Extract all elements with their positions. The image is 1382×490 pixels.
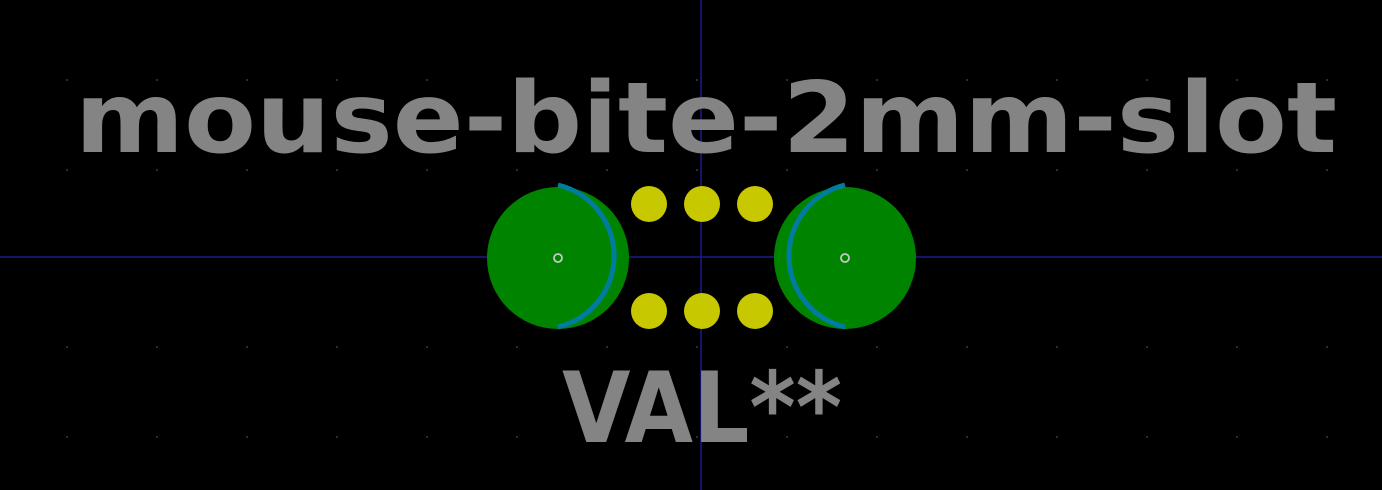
reference-label: mouse-bite-2mm-slot — [75, 62, 1337, 176]
grid-dot — [966, 436, 968, 438]
grid-dot — [1146, 79, 1148, 81]
grid-dot — [966, 169, 968, 171]
grid-dot — [426, 79, 428, 81]
grid-dot — [1146, 169, 1148, 171]
grid-dot — [336, 346, 338, 348]
grid-dot — [786, 436, 788, 438]
npth-hole[interactable] — [631, 186, 667, 222]
grid-dot — [426, 346, 428, 348]
left-pad[interactable] — [487, 187, 629, 329]
grid-dot — [1236, 436, 1238, 438]
npth-hole[interactable] — [737, 186, 773, 222]
grid-dot — [696, 169, 698, 171]
npth-hole[interactable] — [631, 293, 667, 329]
npth-hole[interactable] — [737, 293, 773, 329]
grid-dot — [1236, 169, 1238, 171]
grid-dot — [156, 79, 158, 81]
grid-dot — [516, 79, 518, 81]
grid-dot — [1326, 346, 1328, 348]
grid-dot — [336, 436, 338, 438]
grid-dot — [696, 436, 698, 438]
grid-dot — [1056, 346, 1058, 348]
mouse-bite-holes — [631, 186, 773, 329]
grid-dot — [1056, 436, 1058, 438]
grid-dot — [1146, 346, 1148, 348]
grid-dot — [66, 79, 68, 81]
grid-dot — [1236, 346, 1238, 348]
grid-dot — [426, 436, 428, 438]
npth-hole[interactable] — [684, 186, 720, 222]
left-pad-center-icon — [553, 253, 563, 263]
grid-dot — [336, 79, 338, 81]
grid-dot — [156, 346, 158, 348]
grid-dot — [876, 436, 878, 438]
grid-dot — [696, 346, 698, 348]
grid-dot — [1146, 436, 1148, 438]
grid-dot — [66, 346, 68, 348]
grid-dot — [876, 79, 878, 81]
grid-dot — [516, 346, 518, 348]
grid-dot — [966, 79, 968, 81]
grid-dot — [606, 169, 608, 171]
left-edge-cut-arc — [557, 182, 617, 330]
grid-dot — [1236, 79, 1238, 81]
grid-dot — [1056, 169, 1058, 171]
grid-dot — [516, 169, 518, 171]
grid-dot — [246, 346, 248, 348]
grid-dot — [786, 79, 788, 81]
grid-dot — [246, 169, 248, 171]
grid-dot — [1326, 436, 1328, 438]
grid-dot — [876, 346, 878, 348]
grid-dot — [786, 169, 788, 171]
grid-dot — [516, 436, 518, 438]
grid-dot — [696, 79, 698, 81]
grid-dot — [1326, 79, 1328, 81]
grid-dot — [66, 169, 68, 171]
grid-dots — [66, 79, 1328, 438]
grid-dot — [156, 169, 158, 171]
grid-dot — [786, 346, 788, 348]
grid-dot — [606, 79, 608, 81]
grid-dot — [336, 169, 338, 171]
grid-dot — [66, 436, 68, 438]
grid-dot — [1326, 169, 1328, 171]
right-pad-center-icon — [840, 253, 850, 263]
grid-dot — [1056, 79, 1058, 81]
grid-dot — [426, 169, 428, 171]
grid-dot — [156, 436, 158, 438]
grid-dot — [606, 436, 608, 438]
grid-dot — [966, 346, 968, 348]
grid-dot — [246, 79, 248, 81]
grid-dot — [246, 436, 248, 438]
right-edge-cut-arc — [786, 182, 846, 330]
value-label: VAL** — [562, 352, 842, 466]
right-pad[interactable] — [774, 187, 916, 329]
grid-dot — [606, 346, 608, 348]
grid-dot — [876, 169, 878, 171]
npth-hole[interactable] — [684, 293, 720, 329]
